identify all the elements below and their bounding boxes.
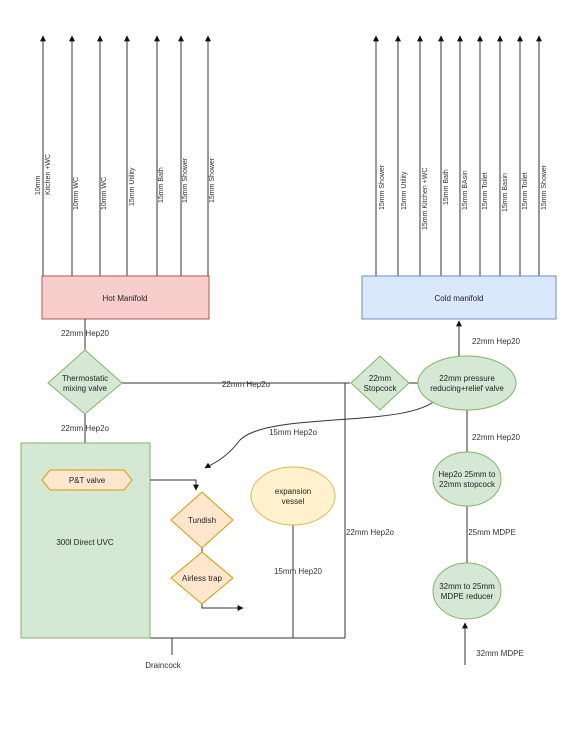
stopcock-22mm-label-1: 22mm (369, 374, 392, 383)
hot-outlet-label-3: 10mm WC (101, 177, 108, 210)
hot-outlet-label-7: 15mm Shower (209, 157, 216, 203)
hot-outlet-pipes (40, 35, 211, 276)
hot-outlet-labels: 10mm Kitchen +WC 10mm WC 10mm WC 15mm Ut… (35, 154, 216, 210)
hot-outlet-label-1a: 10mm (35, 175, 42, 195)
cold-outlet-label-2: 15mm Utility (401, 171, 408, 210)
thermostatic-mixing-valve (47, 349, 123, 415)
unvented-cylinder-label: 300l Direct UVC (56, 538, 114, 547)
cold-manifold (361, 275, 557, 320)
edge-label-expansion-pipe: 15mm Hep20 (274, 567, 323, 576)
expansion-vessel (250, 466, 336, 526)
cold-outlet-label-7: 15mm Basin (502, 173, 509, 212)
cold-outlet-pipes (373, 35, 542, 276)
stopcock-22mm (350, 355, 410, 411)
hot-outlet-label-5: 15mm Bath (158, 167, 165, 203)
hot-outlet-label-1b: Kitchen +WC (45, 154, 52, 195)
cold-manifold-label: Cold manifold (435, 294, 484, 303)
hot-manifold (41, 275, 210, 320)
pressure-reducing-valve-label-1: 22mm pressure (439, 374, 495, 383)
thermostatic-mixing-valve-label-2: mixing valve (63, 384, 108, 393)
stopcock-22mm-label-2: Stopcock (364, 384, 398, 393)
pipe-pt-to-tundish (132, 479, 199, 491)
pt-valve-label: P&T valve (69, 476, 106, 485)
edge-label-cold-feed: 22mm Hep20 (472, 337, 521, 346)
cold-outlet-label-4: 15mm Bath (443, 169, 450, 205)
expansion-vessel-label-2: vessel (282, 497, 305, 506)
tundish-label: Tundish (188, 516, 216, 525)
hep2o-stopcock-label-1: Hep2o 25mm to (439, 470, 496, 479)
edge-label-cyl-to-tmv: 22mm Hep2o (61, 424, 110, 433)
edge-label-reducer-to-hep: 25mm MDPE (468, 528, 516, 537)
cold-outlet-label-6: 15mm Toilet (482, 172, 489, 210)
edge-label-prv-to-pt: 15mm Hep2o (269, 428, 318, 437)
airless-trap (170, 551, 234, 605)
hot-manifold-label: Hot Manifold (103, 294, 148, 303)
cold-outlet-label-9: 15mm Shower (541, 164, 548, 210)
pressure-reducing-valve-label-2: reducing+relief valve (430, 384, 504, 393)
pt-valve (41, 469, 133, 491)
thermostatic-mixing-valve-label-1: Thermostatic (62, 374, 108, 383)
cold-outlet-label-5: 15mm BAsin (462, 170, 469, 210)
pipe-prv-to-pt (204, 394, 441, 469)
cold-outlet-label-3: 15mm Kitchen +WC (422, 168, 429, 230)
hep2o-stopcock-label-2: 22mm stopcock (439, 480, 496, 489)
cold-outlet-labels: 15mm Shower 15mm Utility 15mm Kitchen +W… (379, 164, 548, 230)
mdpe-reducer-label-2: MDPE reducer (441, 592, 494, 601)
hep2o-stopcock (432, 451, 502, 507)
edge-label-tmv-to-stopcock: 22mm Hep2o (222, 380, 271, 389)
pressure-reducing-valve (417, 355, 517, 411)
pipe-trap-outlet (201, 604, 244, 611)
airless-trap-label: Airless trap (182, 574, 223, 583)
hot-outlet-label-4: 15mm Utility (129, 167, 136, 206)
expansion-vessel-label-1: expansion (275, 487, 311, 496)
edge-label-draincock: Draincock (145, 661, 182, 670)
cold-outlet-label-8: 15mm Toilet (522, 172, 529, 210)
cold-outlet-label-1: 15mm Shower (379, 164, 386, 210)
hot-outlet-label-6: 15mm Shower (182, 157, 189, 203)
mdpe-reducer (432, 562, 502, 620)
edge-label-riser-right: 22mm Hep2o (346, 528, 395, 537)
edge-label-hot-feed: 22mm Hep20 (61, 329, 110, 338)
edge-label-incoming: 32mm MDPE (476, 649, 524, 658)
edge-label-prv-to-stopcock-hep: 22mm Hep20 (472, 433, 521, 442)
tundish (170, 491, 234, 549)
hot-outlet-label-2: 10mm WC (73, 177, 80, 210)
mdpe-reducer-label-1: 32mm to 25mm (439, 582, 495, 591)
